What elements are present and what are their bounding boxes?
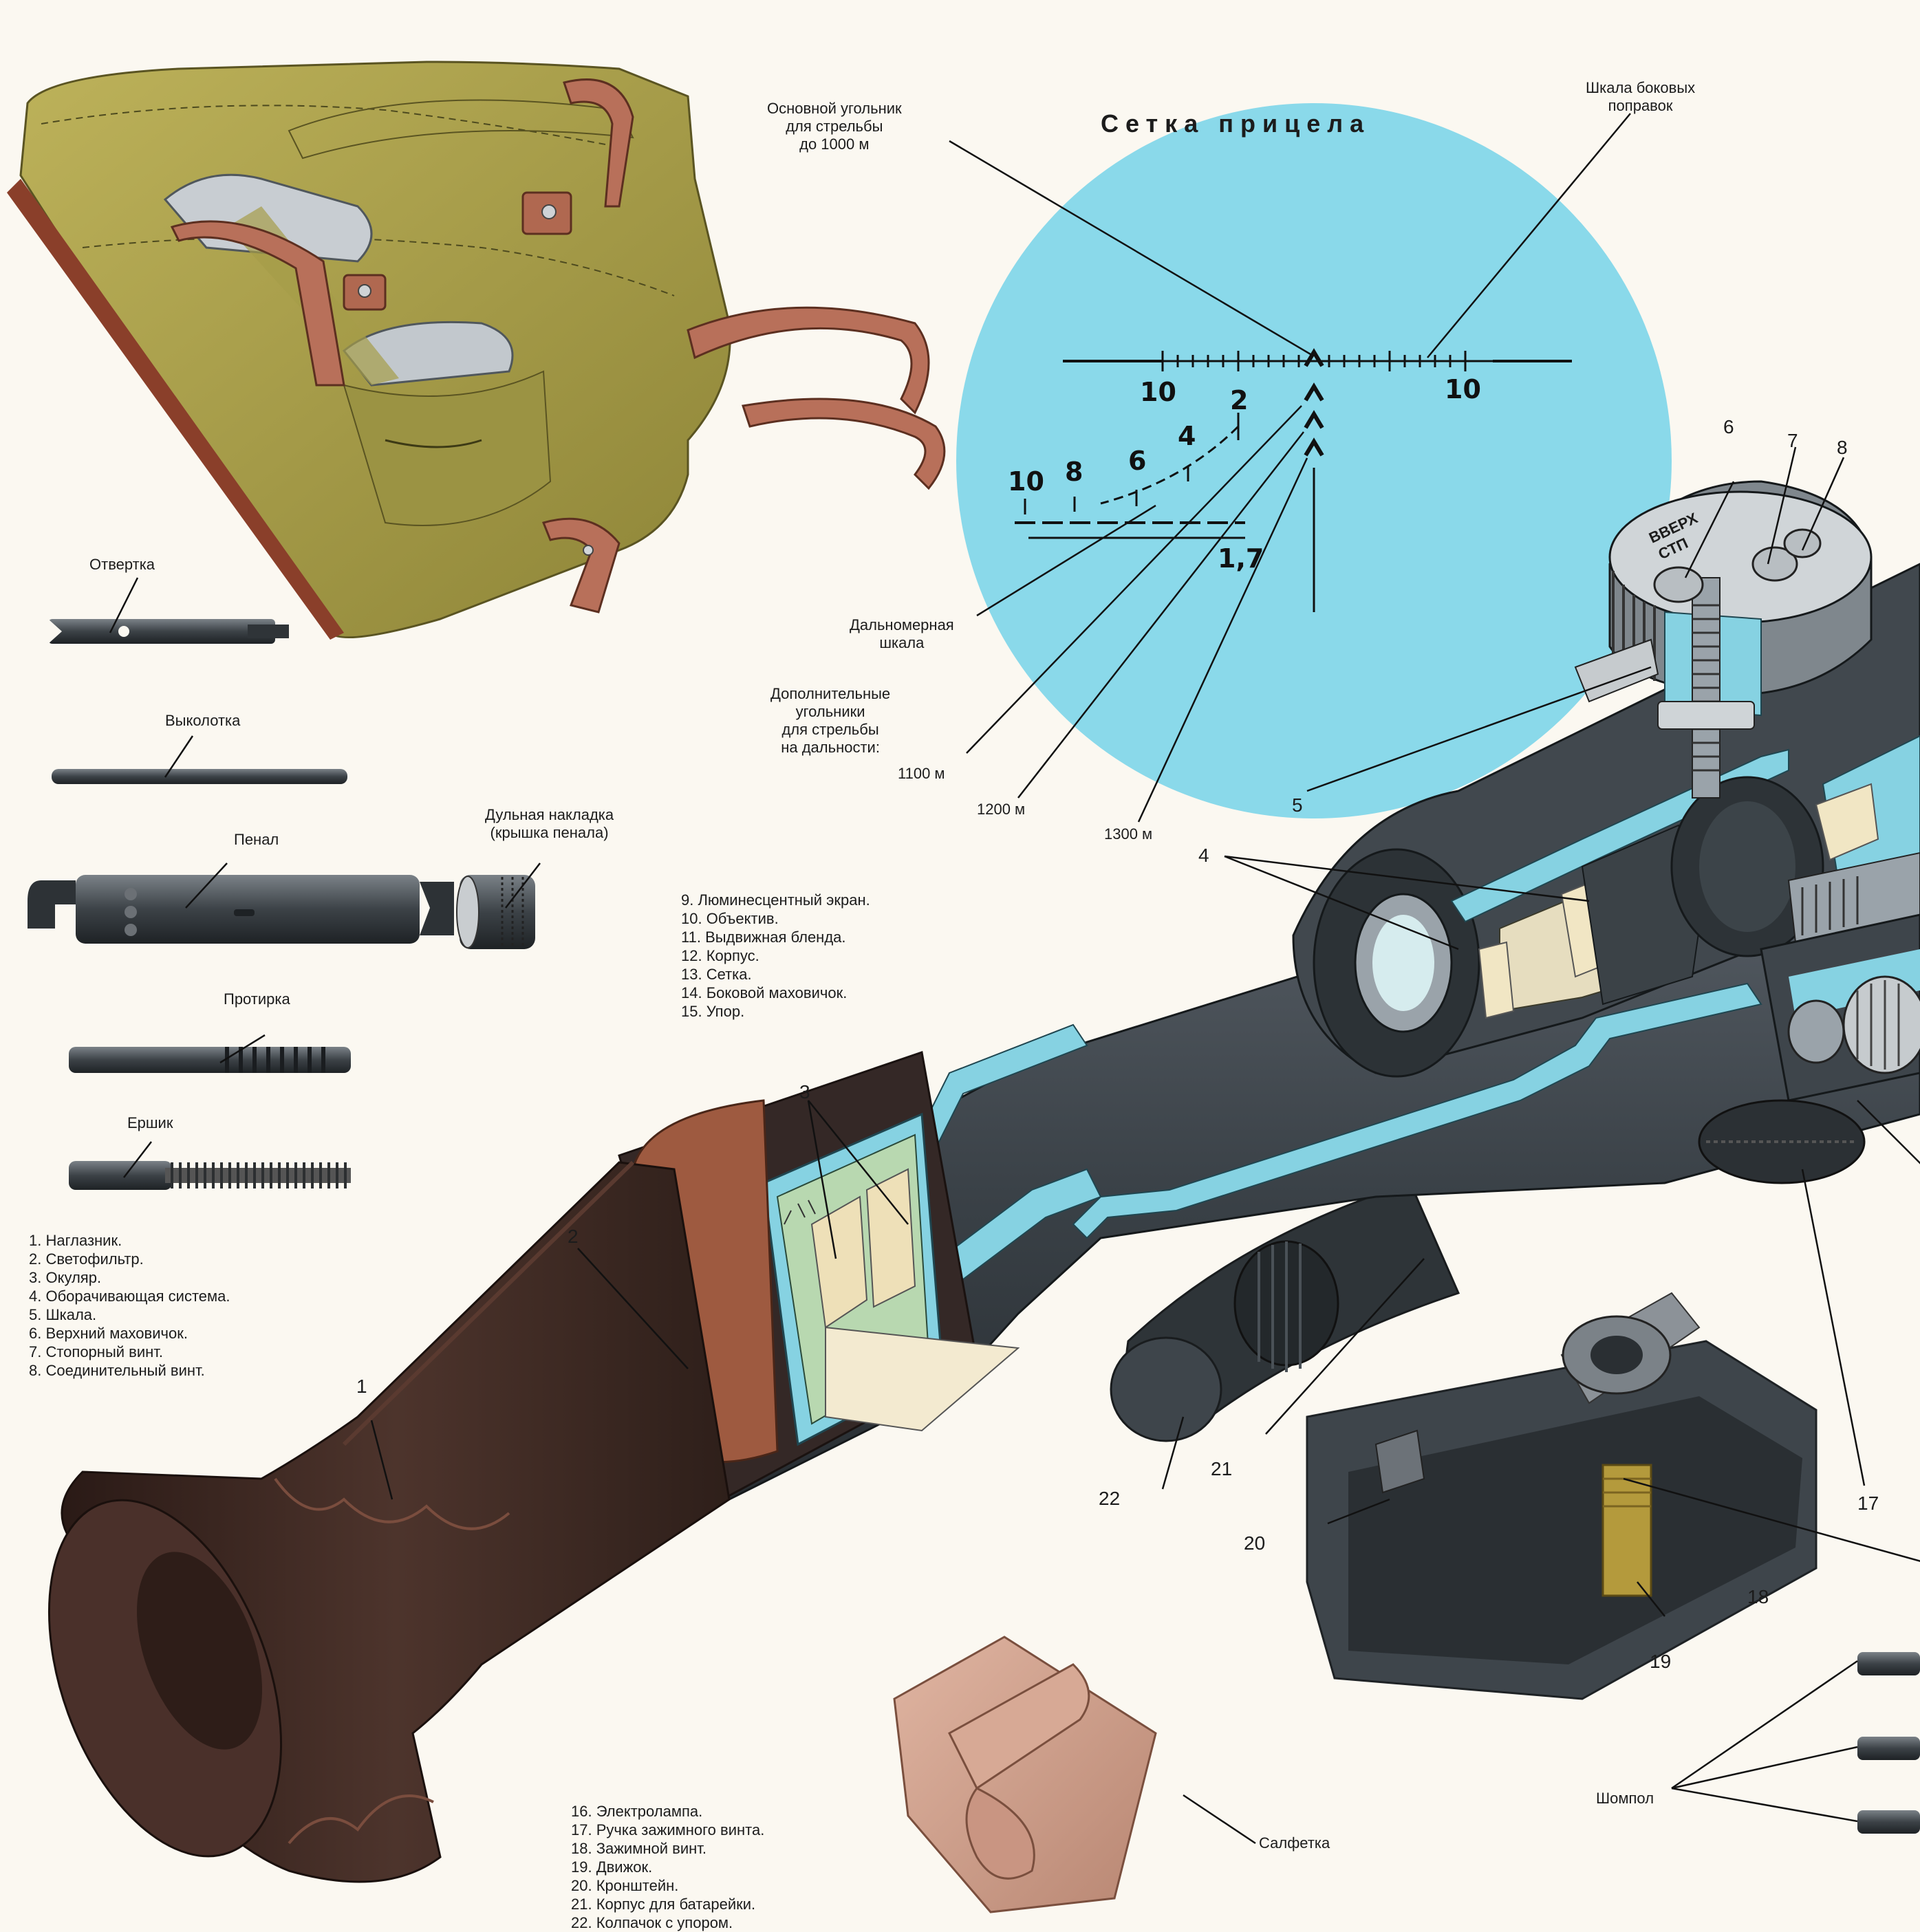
callout-8: 8 <box>1837 437 1848 458</box>
range-scale-label: Дальномерная шкала <box>850 616 954 651</box>
callout-19: 19 <box>1650 1651 1672 1672</box>
legend-parts-1-8: 1. Наглазник. 2. Светофильтр. 3. Окуляр.… <box>29 1231 230 1380</box>
side-scale-label: Шкала боковых поправок <box>1586 79 1696 114</box>
case-label: Пенал <box>234 831 279 848</box>
punch-label: Выколотка <box>165 712 241 729</box>
rangefinder-10: 10 <box>1008 466 1044 497</box>
legend-item: 20. Кронштейн. <box>571 1877 679 1894</box>
legend-item: 3. Окуляр. <box>29 1269 102 1286</box>
callout-21: 21 <box>1211 1458 1233 1479</box>
callout-7: 7 <box>1787 430 1798 451</box>
callout-18: 18 <box>1747 1586 1769 1607</box>
screwdriver-drawing <box>48 619 289 644</box>
legend-item: 21. Корпус для батарейки. <box>571 1896 756 1913</box>
reticle-diagram <box>956 103 1672 818</box>
case-drawing <box>28 875 454 944</box>
reticle-leader-lines <box>949 113 1631 823</box>
wiper-label: Протирка <box>224 990 290 1008</box>
legend-item: 4. Оборачивающая система. <box>29 1288 230 1305</box>
range-1300-label: 1300 м <box>1104 825 1153 843</box>
cleaning-rod-drawing <box>1857 1652 1920 1834</box>
main-chevron-label: Основной угольник для стрельбы до 1000 м <box>767 100 902 153</box>
legend-item: 9. Люминесцентный экран. <box>681 891 870 909</box>
legend-item: 7. Стопорный винт. <box>29 1343 164 1360</box>
legend-parts-9-15: 9. Люминесцентный экран. 10. Объектив. 1… <box>681 891 870 1021</box>
callout-1: 1 <box>356 1376 367 1397</box>
muzzle-cap-label: Дульная накладка (крышка пенала) <box>485 806 614 841</box>
rangefinder-4: 4 <box>1178 421 1196 451</box>
extra-chevrons-label: Дополнительные угольники для стрельбы на… <box>770 685 891 756</box>
rangefinder-base: 1,7 <box>1218 543 1264 574</box>
legend-item: 2. Светофильтр. <box>29 1250 144 1268</box>
range-1100-label: 1100 м <box>898 765 945 782</box>
legend-item: 16. Электролампа. <box>571 1803 703 1820</box>
callout-20: 20 <box>1244 1532 1266 1554</box>
callout-4: 4 <box>1198 845 1209 866</box>
legend-item: 1. Наглазник. <box>29 1232 122 1249</box>
screwdriver-label: Отвертка <box>89 556 155 573</box>
legend-item: 17. Ручка зажимного винта. <box>571 1821 765 1838</box>
wiper-drawing <box>69 1047 351 1073</box>
cleaning-cloth-drawing <box>893 1636 1157 1913</box>
legend-item: 6. Верхний маховичок. <box>29 1325 188 1342</box>
legend-item: 8. Соединительный винт. <box>29 1362 205 1379</box>
legend-item: 19. Движок. <box>571 1858 653 1876</box>
canvas-bag-illustration <box>7 61 946 640</box>
callout-3: 3 <box>799 1081 810 1103</box>
rangefinder-2: 2 <box>1230 385 1249 415</box>
legend-item: 11. Выдвижная бленда. <box>681 929 846 946</box>
legend-item: 22. Колпачок с упором. <box>571 1914 733 1931</box>
scale-left-10: 10 <box>1140 377 1176 407</box>
callout-leader-lines <box>109 446 1920 1845</box>
legend-item: 13. Сетка. <box>681 966 752 983</box>
rangefinder-8: 8 <box>1065 457 1083 487</box>
legend-item: 15. Упор. <box>681 1003 745 1020</box>
callout-17: 17 <box>1857 1493 1879 1514</box>
legend-item: 12. Корпус. <box>681 947 759 964</box>
callout-2: 2 <box>568 1226 579 1247</box>
legend-item: 10. Объектив. <box>681 910 779 927</box>
punch-drawing <box>52 769 347 784</box>
legend-item: 5. Шкала. <box>29 1306 97 1323</box>
rod-label: Шомпол <box>1596 1790 1654 1807</box>
legend-item: 14. Боковой маховичок. <box>681 984 848 1001</box>
rangefinder-6: 6 <box>1128 446 1147 476</box>
callout-6: 6 <box>1723 416 1734 437</box>
legend-parts-16-22: 16. Электролампа. 17. Ручка зажимного ви… <box>571 1802 764 1932</box>
legend-item: 18. Зажимной винт. <box>571 1840 707 1857</box>
callout-22: 22 <box>1099 1488 1121 1509</box>
brush-drawing <box>69 1161 351 1190</box>
reticle-title: Сетка прицела <box>1101 109 1371 138</box>
range-1200-label: 1200 м <box>977 801 1026 818</box>
callout-5: 5 <box>1292 794 1303 816</box>
scope-cutaway-illustration <box>47 480 1920 1883</box>
cloth-label: Салфетка <box>1259 1834 1330 1852</box>
scale-right-10: 10 <box>1445 374 1481 404</box>
brush-label: Ершик <box>127 1114 173 1131</box>
